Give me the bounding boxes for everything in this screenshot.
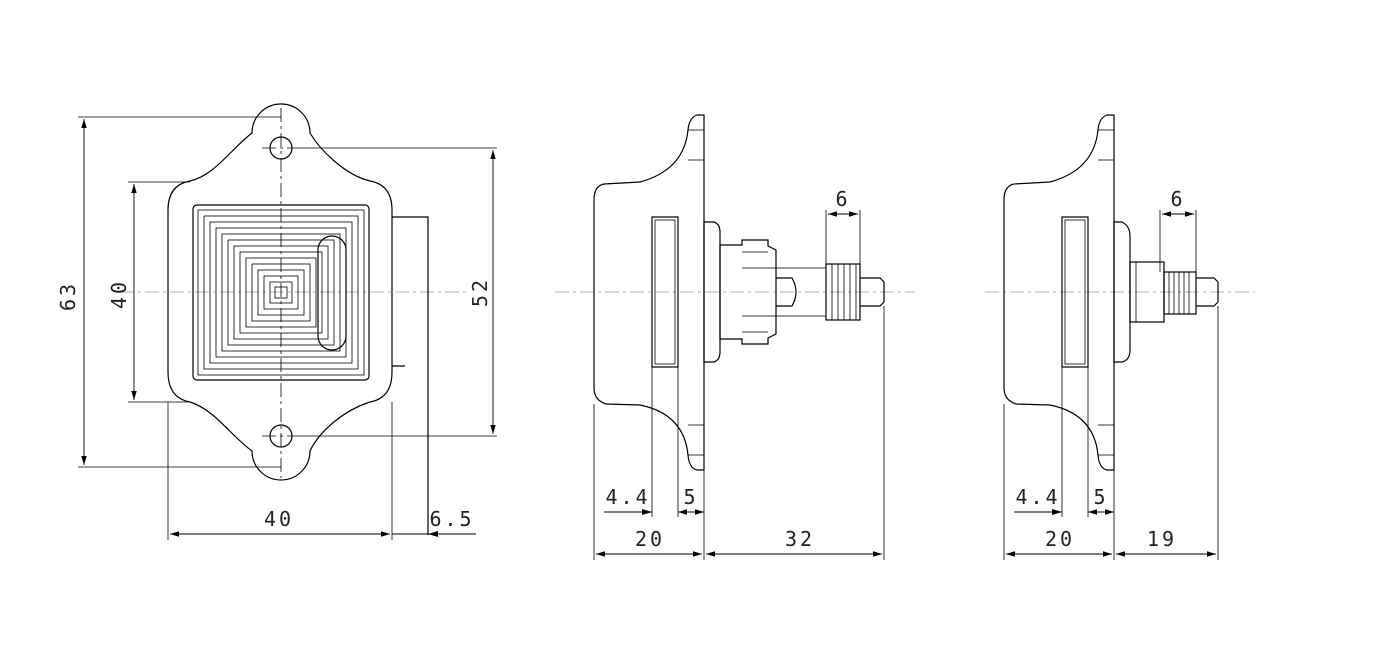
dim-flange-2: 4.4 bbox=[1015, 485, 1060, 509]
threaded-pin bbox=[825, 263, 861, 321]
dim-pin-diameter: 6 bbox=[835, 187, 850, 211]
dim-body-height: 40 bbox=[107, 279, 131, 309]
pin-tip bbox=[860, 277, 885, 307]
dim-hole-spacing: 52 bbox=[468, 277, 492, 307]
front-body-outline bbox=[167, 103, 393, 481]
dim-body-width: 40 bbox=[264, 507, 294, 531]
threaded-pin-2 bbox=[1163, 271, 1197, 315]
pin-tip-2 bbox=[1196, 277, 1219, 307]
rear-body bbox=[703, 221, 721, 363]
dim-tab-width: 6.5 bbox=[429, 507, 474, 531]
dim-pin-diameter-2: 6 bbox=[1170, 187, 1185, 211]
button-plate-2 bbox=[1061, 216, 1089, 368]
dim-pin-projection: 32 bbox=[785, 527, 815, 551]
dim-pin-projection-2: 19 bbox=[1147, 527, 1177, 551]
side-tab bbox=[392, 216, 429, 535]
dim-plate-2: 5 bbox=[1093, 485, 1108, 509]
pin-housing bbox=[719, 239, 777, 345]
dim-body-depth-2: 20 bbox=[1045, 527, 1075, 551]
dim-flange: 4.4 bbox=[605, 485, 650, 509]
flange-profile bbox=[593, 114, 705, 471]
button-plate bbox=[651, 216, 679, 368]
push-button-face bbox=[192, 204, 370, 381]
dim-body-depth: 20 bbox=[635, 527, 665, 551]
flange-profile-2 bbox=[1003, 114, 1115, 471]
dim-overall-height: 63 bbox=[56, 281, 80, 311]
rear-body-2 bbox=[1113, 221, 1131, 363]
dim-plate: 5 bbox=[683, 485, 698, 509]
side-view-retracted: 6 4.4 5 20 19 bbox=[985, 114, 1255, 560]
front-view: 63 40 52 40 6.5 bbox=[56, 103, 497, 540]
side-view-extended: 6 4.4 5 20 32 bbox=[555, 114, 915, 560]
